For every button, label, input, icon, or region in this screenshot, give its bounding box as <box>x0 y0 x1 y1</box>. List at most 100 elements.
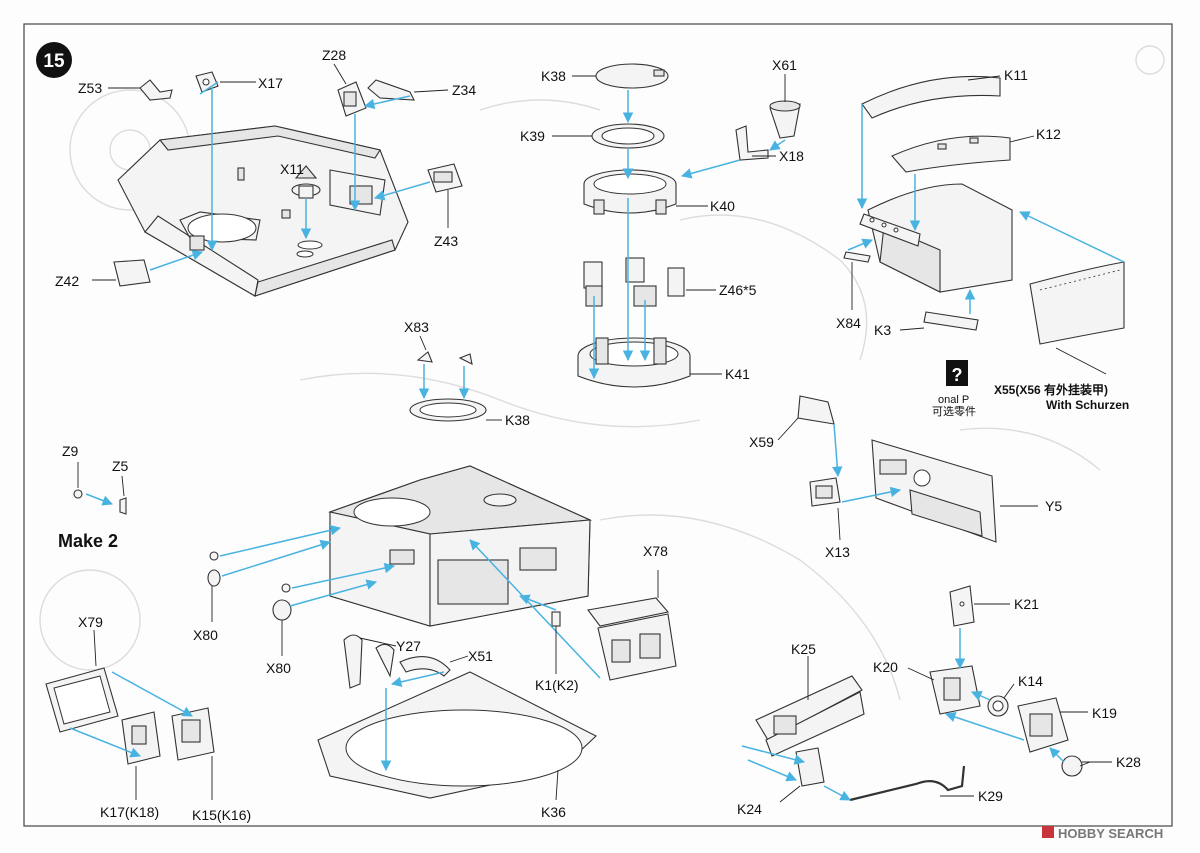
z9-part <box>73 462 83 499</box>
step-badge: 15 <box>36 42 72 78</box>
z46-vision-blocks <box>583 257 685 307</box>
x55-schurzen <box>1029 261 1125 345</box>
x61-part <box>769 100 801 139</box>
label-x17: X17 <box>258 75 283 91</box>
gun-leaders <box>779 603 1112 803</box>
k15-part <box>171 707 215 761</box>
label-k39: K39 <box>520 128 545 144</box>
label-x55-x56: X55(X56 有外挂装甲) <box>994 382 1108 397</box>
label-x84: X84 <box>836 315 861 331</box>
x11-periscope <box>291 165 321 199</box>
label-k3: K3 <box>874 322 891 338</box>
label-k25: K25 <box>791 641 816 657</box>
label-x83: X83 <box>404 319 429 335</box>
background-ghost-art <box>39 45 1165 701</box>
x79-arrows <box>69 671 193 758</box>
x84-part <box>843 251 871 263</box>
label-z9: Z9 <box>62 443 79 459</box>
label-k17-k18: K17(K18) <box>100 804 159 820</box>
label-x18: X18 <box>779 148 804 164</box>
label-k19: K19 <box>1092 705 1117 721</box>
z42-part <box>113 259 151 287</box>
x79-frame <box>45 667 119 733</box>
z43-part <box>427 163 463 193</box>
k29-part <box>849 765 966 802</box>
k12-plate <box>891 135 1011 173</box>
k25-gun-body <box>755 675 865 757</box>
x17-part <box>195 71 219 93</box>
label-k38-top: K38 <box>541 68 566 84</box>
label-k36: K36 <box>541 804 566 820</box>
z28-part <box>337 81 367 117</box>
label-z28: Z28 <box>322 47 346 63</box>
z53-part <box>139 79 173 101</box>
y5-arrows <box>832 423 902 503</box>
label-k29: K29 <box>978 788 1003 804</box>
label-k15-k16: K15(K16) <box>192 807 251 823</box>
label-k20: K20 <box>873 659 898 675</box>
y5-plate <box>871 439 997 543</box>
bustle-body <box>859 183 1013 293</box>
x80-parts <box>207 551 292 621</box>
k11-plate <box>861 75 1001 119</box>
x78-mantlet <box>587 597 677 681</box>
k24-part <box>795 747 825 787</box>
label-x80-a: X80 <box>193 627 218 643</box>
x18-part <box>735 125 769 161</box>
x83-handles <box>416 351 473 365</box>
turret-body <box>328 465 593 627</box>
make-2-note: Make 2 <box>58 531 118 551</box>
k39-ring <box>591 123 665 149</box>
label-x51: X51 <box>468 648 493 664</box>
step-number: 15 <box>43 51 65 72</box>
k1-part <box>551 611 561 627</box>
k3-part <box>923 311 979 331</box>
label-k38-mid: K38 <box>505 412 530 428</box>
x13-part <box>809 477 841 507</box>
bustle-leaders <box>851 75 1107 375</box>
z5-part <box>119 475 127 515</box>
k21-part <box>949 585 975 627</box>
label-x59: X59 <box>749 434 774 450</box>
label-k40: K40 <box>710 198 735 214</box>
label-k41: K41 <box>725 366 750 382</box>
k28-part <box>1061 755 1091 777</box>
label-with-schurzen: With Schurzen <box>1046 398 1129 412</box>
label-k21: K21 <box>1014 596 1039 612</box>
label-x13: X13 <box>825 544 850 560</box>
optional-label-en: onal P <box>938 394 969 406</box>
k38-hatch-mid <box>409 398 487 422</box>
k17-part <box>121 711 161 765</box>
label-x78: X78 <box>643 543 668 559</box>
hobby-search-logo-icon <box>1042 826 1054 838</box>
label-k24: K24 <box>737 801 762 817</box>
cupola-arrows <box>588 90 786 380</box>
bustle-arrows <box>847 104 1125 314</box>
label-y5: Y5 <box>1045 498 1062 514</box>
label-k1-k2: K1(K2) <box>535 677 579 693</box>
label-z34: Z34 <box>452 82 476 98</box>
optional-label-cn: 可选零件 <box>932 405 976 418</box>
k19-part <box>1017 697 1069 753</box>
hobby-search-watermark: HOBBY SEARCH <box>1042 826 1163 841</box>
label-z5: Z5 <box>112 458 129 474</box>
x83-arrows <box>418 364 470 400</box>
x59-part <box>797 395 835 425</box>
label-x79: X79 <box>78 614 103 630</box>
label-z53: Z53 <box>78 80 102 96</box>
cupola-leaders <box>552 74 786 375</box>
optional-part-badge: ? onal P 可选零件 <box>932 360 976 418</box>
hull-upper-assembly <box>117 125 409 297</box>
x51-part <box>399 656 451 677</box>
label-x61: X61 <box>772 57 797 73</box>
label-x80-b: X80 <box>266 660 291 676</box>
k14-part <box>987 695 1009 717</box>
page-frame <box>23 23 1173 827</box>
label-k14: K14 <box>1018 673 1043 689</box>
k20-part <box>929 665 981 715</box>
label-k11: K11 <box>1004 67 1028 83</box>
label-y27: Y27 <box>396 638 421 654</box>
turret-leaders <box>211 570 659 801</box>
